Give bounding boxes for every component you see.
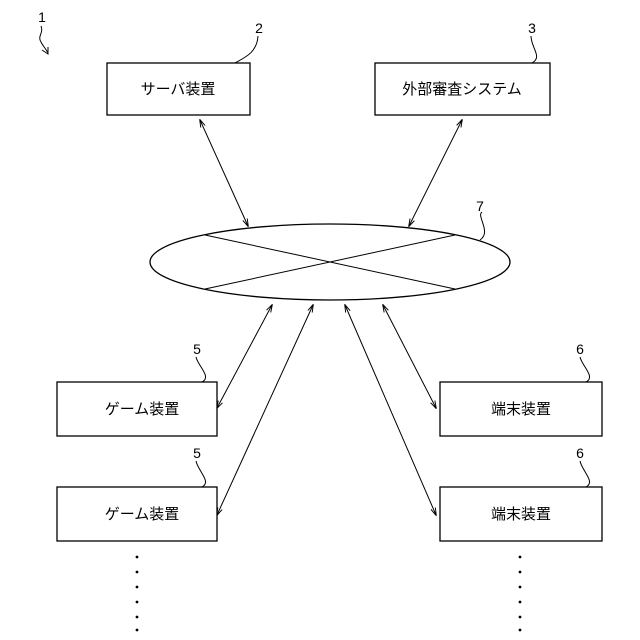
game-device-1: ゲーム装置 5 <box>57 341 217 436</box>
system-ref-arrow <box>40 26 48 53</box>
connections <box>200 120 462 515</box>
external-review-ref-number: 3 <box>528 20 536 36</box>
network-leader-line <box>480 212 485 240</box>
network-ref-number: 7 <box>476 198 484 214</box>
terminal-device-1: 端末装置 6 <box>440 341 602 436</box>
server-leader-line <box>235 36 258 63</box>
terminal-device-1-label: 端末装置 <box>491 400 551 418</box>
server-device: サーバ装置 2 <box>107 20 263 115</box>
game-device-continuation-dots <box>136 556 139 632</box>
terminal-device-2-ref-number: 6 <box>576 445 584 461</box>
game-device-1-link <box>217 305 272 408</box>
game-device-1-leader-line <box>196 357 206 382</box>
game-device-2-label: ゲーム装置 <box>105 505 180 523</box>
external-review-leader-line <box>531 36 537 63</box>
game-device-2: ゲーム装置 5 <box>57 445 217 541</box>
terminal-device-1-link <box>383 305 436 408</box>
game-device-2-leader-line <box>196 461 206 487</box>
terminal-device-2-leader-line <box>580 461 590 487</box>
server-ref-number: 2 <box>255 20 263 36</box>
terminal-device-1-leader-line <box>580 357 590 382</box>
terminal-device-1-ref-number: 6 <box>576 341 584 357</box>
terminal-device-2: 端末装置 6 <box>440 445 602 541</box>
terminal-device-2-link <box>345 305 436 515</box>
network: 7 <box>150 198 510 300</box>
system-reference: 1 <box>38 9 48 54</box>
server-network-link <box>200 120 248 226</box>
external-review-label: 外部審査システム <box>402 80 522 98</box>
system-ref-number: 1 <box>38 9 46 25</box>
server-device-label: サーバ装置 <box>141 80 216 98</box>
game-device-1-ref-number: 5 <box>193 341 201 357</box>
external-review-system: 外部審査システム 3 <box>375 20 550 115</box>
game-device-1-label: ゲーム装置 <box>105 400 180 418</box>
game-device-2-link <box>217 305 313 515</box>
review-network-link <box>409 120 462 226</box>
terminal-device-continuation-dots <box>519 556 522 632</box>
game-device-2-ref-number: 5 <box>193 445 201 461</box>
terminal-device-2-label: 端末装置 <box>491 505 551 523</box>
